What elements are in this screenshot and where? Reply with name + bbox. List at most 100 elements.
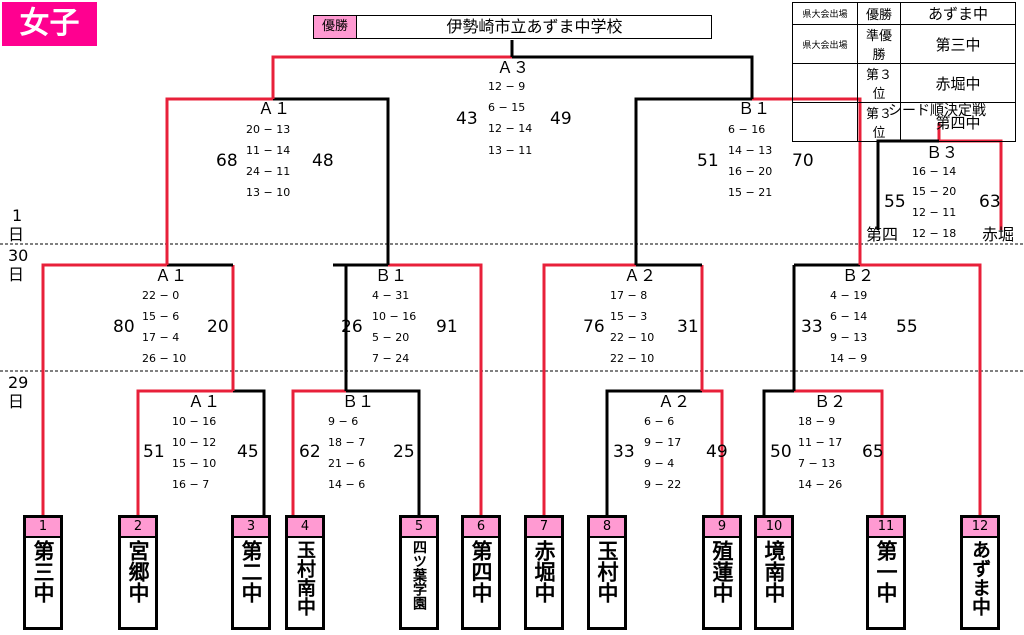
qualifier-cell: 県大会出場: [792, 2, 858, 25]
bracket-line-winner: [794, 389, 884, 515]
day-label: 日: [8, 392, 25, 411]
bracket-line-winner: [702, 389, 724, 515]
set-score: 9 − 22: [644, 478, 682, 491]
team-number: 7: [527, 518, 561, 538]
qualifier-cell: [792, 63, 858, 103]
match-score-left: 51: [697, 151, 719, 171]
team-number: 10: [757, 518, 791, 538]
team-number: 2: [121, 518, 155, 538]
team-number: 9: [705, 518, 739, 538]
champion-label: 優勝: [314, 16, 357, 38]
set-score: 22 − 0: [142, 289, 180, 302]
set-score: 9 − 6: [328, 415, 359, 428]
champion-box: 優勝 伊勢崎市立あずま中学校: [313, 15, 712, 39]
set-score: 12 − 11: [912, 206, 957, 219]
match-code: Ａ３: [497, 58, 530, 77]
seed-team-right: 赤堀: [982, 225, 1015, 244]
set-score: 4 − 19: [830, 289, 868, 302]
set-score: 17 − 8: [610, 289, 648, 302]
set-score: 12 − 9: [488, 80, 526, 93]
set-score: 17 − 4: [142, 331, 180, 344]
bracket-line-winner: [41, 263, 167, 515]
seed-team-left: 第四: [866, 225, 899, 244]
bracket-line: [762, 389, 794, 515]
team-name: 第一中: [874, 540, 898, 603]
team-box-6: 6 第四中: [461, 515, 501, 630]
set-score: 14 − 13: [728, 144, 773, 157]
match-score-left: 50: [770, 442, 792, 462]
bracket-line-winner: [165, 97, 273, 265]
bracket-line: [346, 389, 421, 515]
team-box-4: 4 玉村南中: [285, 515, 325, 630]
team-number: 1: [26, 518, 60, 538]
set-score: 12 − 14: [488, 122, 533, 135]
match-score-left: 33: [801, 317, 823, 337]
table-row: 県大会出場優勝あずま中: [792, 2, 1016, 25]
set-score: 13 − 11: [488, 144, 533, 157]
team-name: 第四中: [469, 540, 493, 603]
bracket-line: [273, 97, 390, 265]
match-code: Ａ２: [624, 266, 657, 285]
match-score-right: 45: [237, 442, 259, 462]
set-score: 10 − 12: [172, 436, 217, 449]
match-code: Ｂ１: [375, 266, 408, 285]
school-cell: 赤堀中: [900, 63, 1016, 103]
bracket-line-winner: [271, 55, 512, 99]
bracket-line: [233, 389, 266, 515]
match-code: Ａ１: [258, 99, 291, 118]
team-box-9: 9 殖蓮中: [702, 515, 742, 630]
match-code: Ｂ２: [814, 392, 847, 411]
set-score: 24 − 11: [246, 165, 291, 178]
bracket-line-winner: [860, 263, 982, 515]
match-score-right: 65: [862, 442, 884, 462]
team-box-12: 12 あずま中: [960, 515, 1000, 630]
set-score: 16 − 7: [172, 478, 210, 491]
team-number: 3: [234, 518, 268, 538]
set-score: 9 − 4: [644, 457, 675, 470]
team-box-5: 5 四ツ葉学園: [399, 515, 439, 630]
set-score: 15 − 6: [142, 310, 180, 323]
results-table: 県大会出場優勝あずま中 県大会出場準優勝第三中 第３位赤堀中 第３位第四中: [792, 2, 1016, 142]
bracket-line-winner: [136, 389, 233, 515]
team-name: 第三中: [31, 540, 55, 603]
team-box-8: 8 玉村中: [587, 515, 627, 630]
match-score-right: 63: [979, 192, 1001, 212]
table-row: 第３位赤堀中: [792, 63, 1016, 103]
team-number: 12: [963, 518, 997, 538]
set-score: 4 − 31: [372, 289, 410, 302]
set-score: 14 − 26: [798, 478, 843, 491]
set-score: 20 − 13: [246, 123, 291, 136]
seed-match-title: シード順決定戦: [888, 103, 986, 119]
school-cell: 第三中: [900, 24, 1016, 64]
rank-cell: 優勝: [857, 2, 901, 25]
match-code: Ａ２: [658, 392, 691, 411]
rank-cell: 準優勝: [857, 24, 901, 64]
set-score: 5 − 20: [372, 331, 410, 344]
match-code: Ｂ１: [738, 99, 771, 118]
match-score-left: 43: [456, 109, 478, 129]
bracket-line-winner: [291, 389, 346, 515]
set-score: 15 − 3: [610, 310, 648, 323]
set-score: 15 − 21: [728, 186, 773, 199]
bracket-line: [634, 97, 752, 265]
day-label: 1: [12, 206, 23, 225]
team-name: 境南中: [762, 540, 786, 603]
set-score: 26 − 10: [142, 352, 187, 365]
match-score-right: 25: [393, 442, 415, 462]
set-score: 11 − 17: [798, 436, 843, 449]
team-box-3: 3 第二中: [231, 515, 271, 630]
team-number: 6: [464, 518, 498, 538]
table-row: 第３位第四中: [792, 102, 1016, 142]
bracket-line: [512, 55, 754, 99]
match-code: Ａ１: [188, 392, 221, 411]
set-score: 22 − 10: [610, 352, 655, 365]
match-score-right: 55: [896, 317, 918, 337]
team-name: 玉村南中: [294, 540, 316, 616]
team-name: あずま中: [969, 540, 991, 616]
team-box-7: 7 赤堀中: [524, 515, 564, 630]
set-score: 21 − 6: [328, 457, 366, 470]
set-score: 11 − 14: [246, 144, 291, 157]
team-box-10: 10 境南中: [754, 515, 794, 630]
set-score: 10 − 16: [172, 415, 217, 428]
